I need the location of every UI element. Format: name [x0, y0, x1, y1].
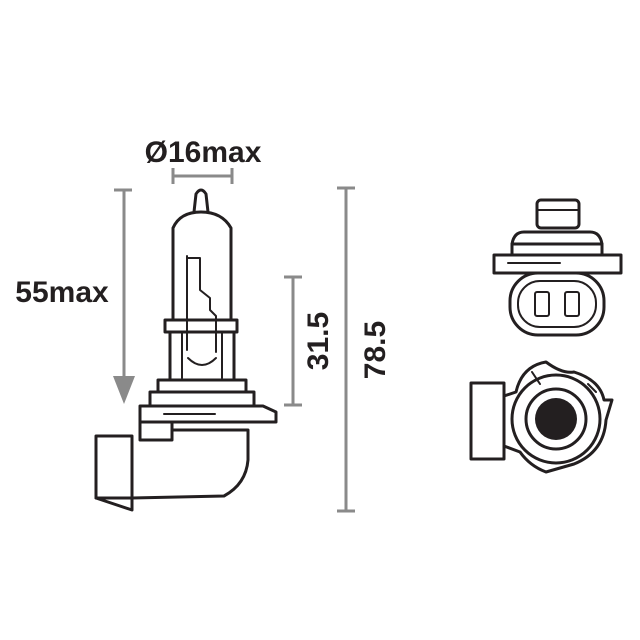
total-length-label: 78.5 [359, 321, 392, 379]
light-center-dimension: 31.5 [284, 275, 335, 407]
down-arrow-icon [113, 376, 135, 404]
light-center-label: 31.5 [302, 312, 335, 370]
bulb-rear-view [469, 360, 614, 474]
diameter-label: Ø16max [145, 136, 262, 169]
socket-center [535, 398, 577, 440]
total-length-dimension: 78.5 [337, 186, 392, 513]
height-label: 55max [15, 276, 109, 309]
diameter-dimension: Ø16max [145, 136, 262, 184]
bulb-side-view [94, 188, 278, 512]
height-dimension: 55max [15, 188, 135, 404]
bulb-top-view [492, 198, 623, 337]
